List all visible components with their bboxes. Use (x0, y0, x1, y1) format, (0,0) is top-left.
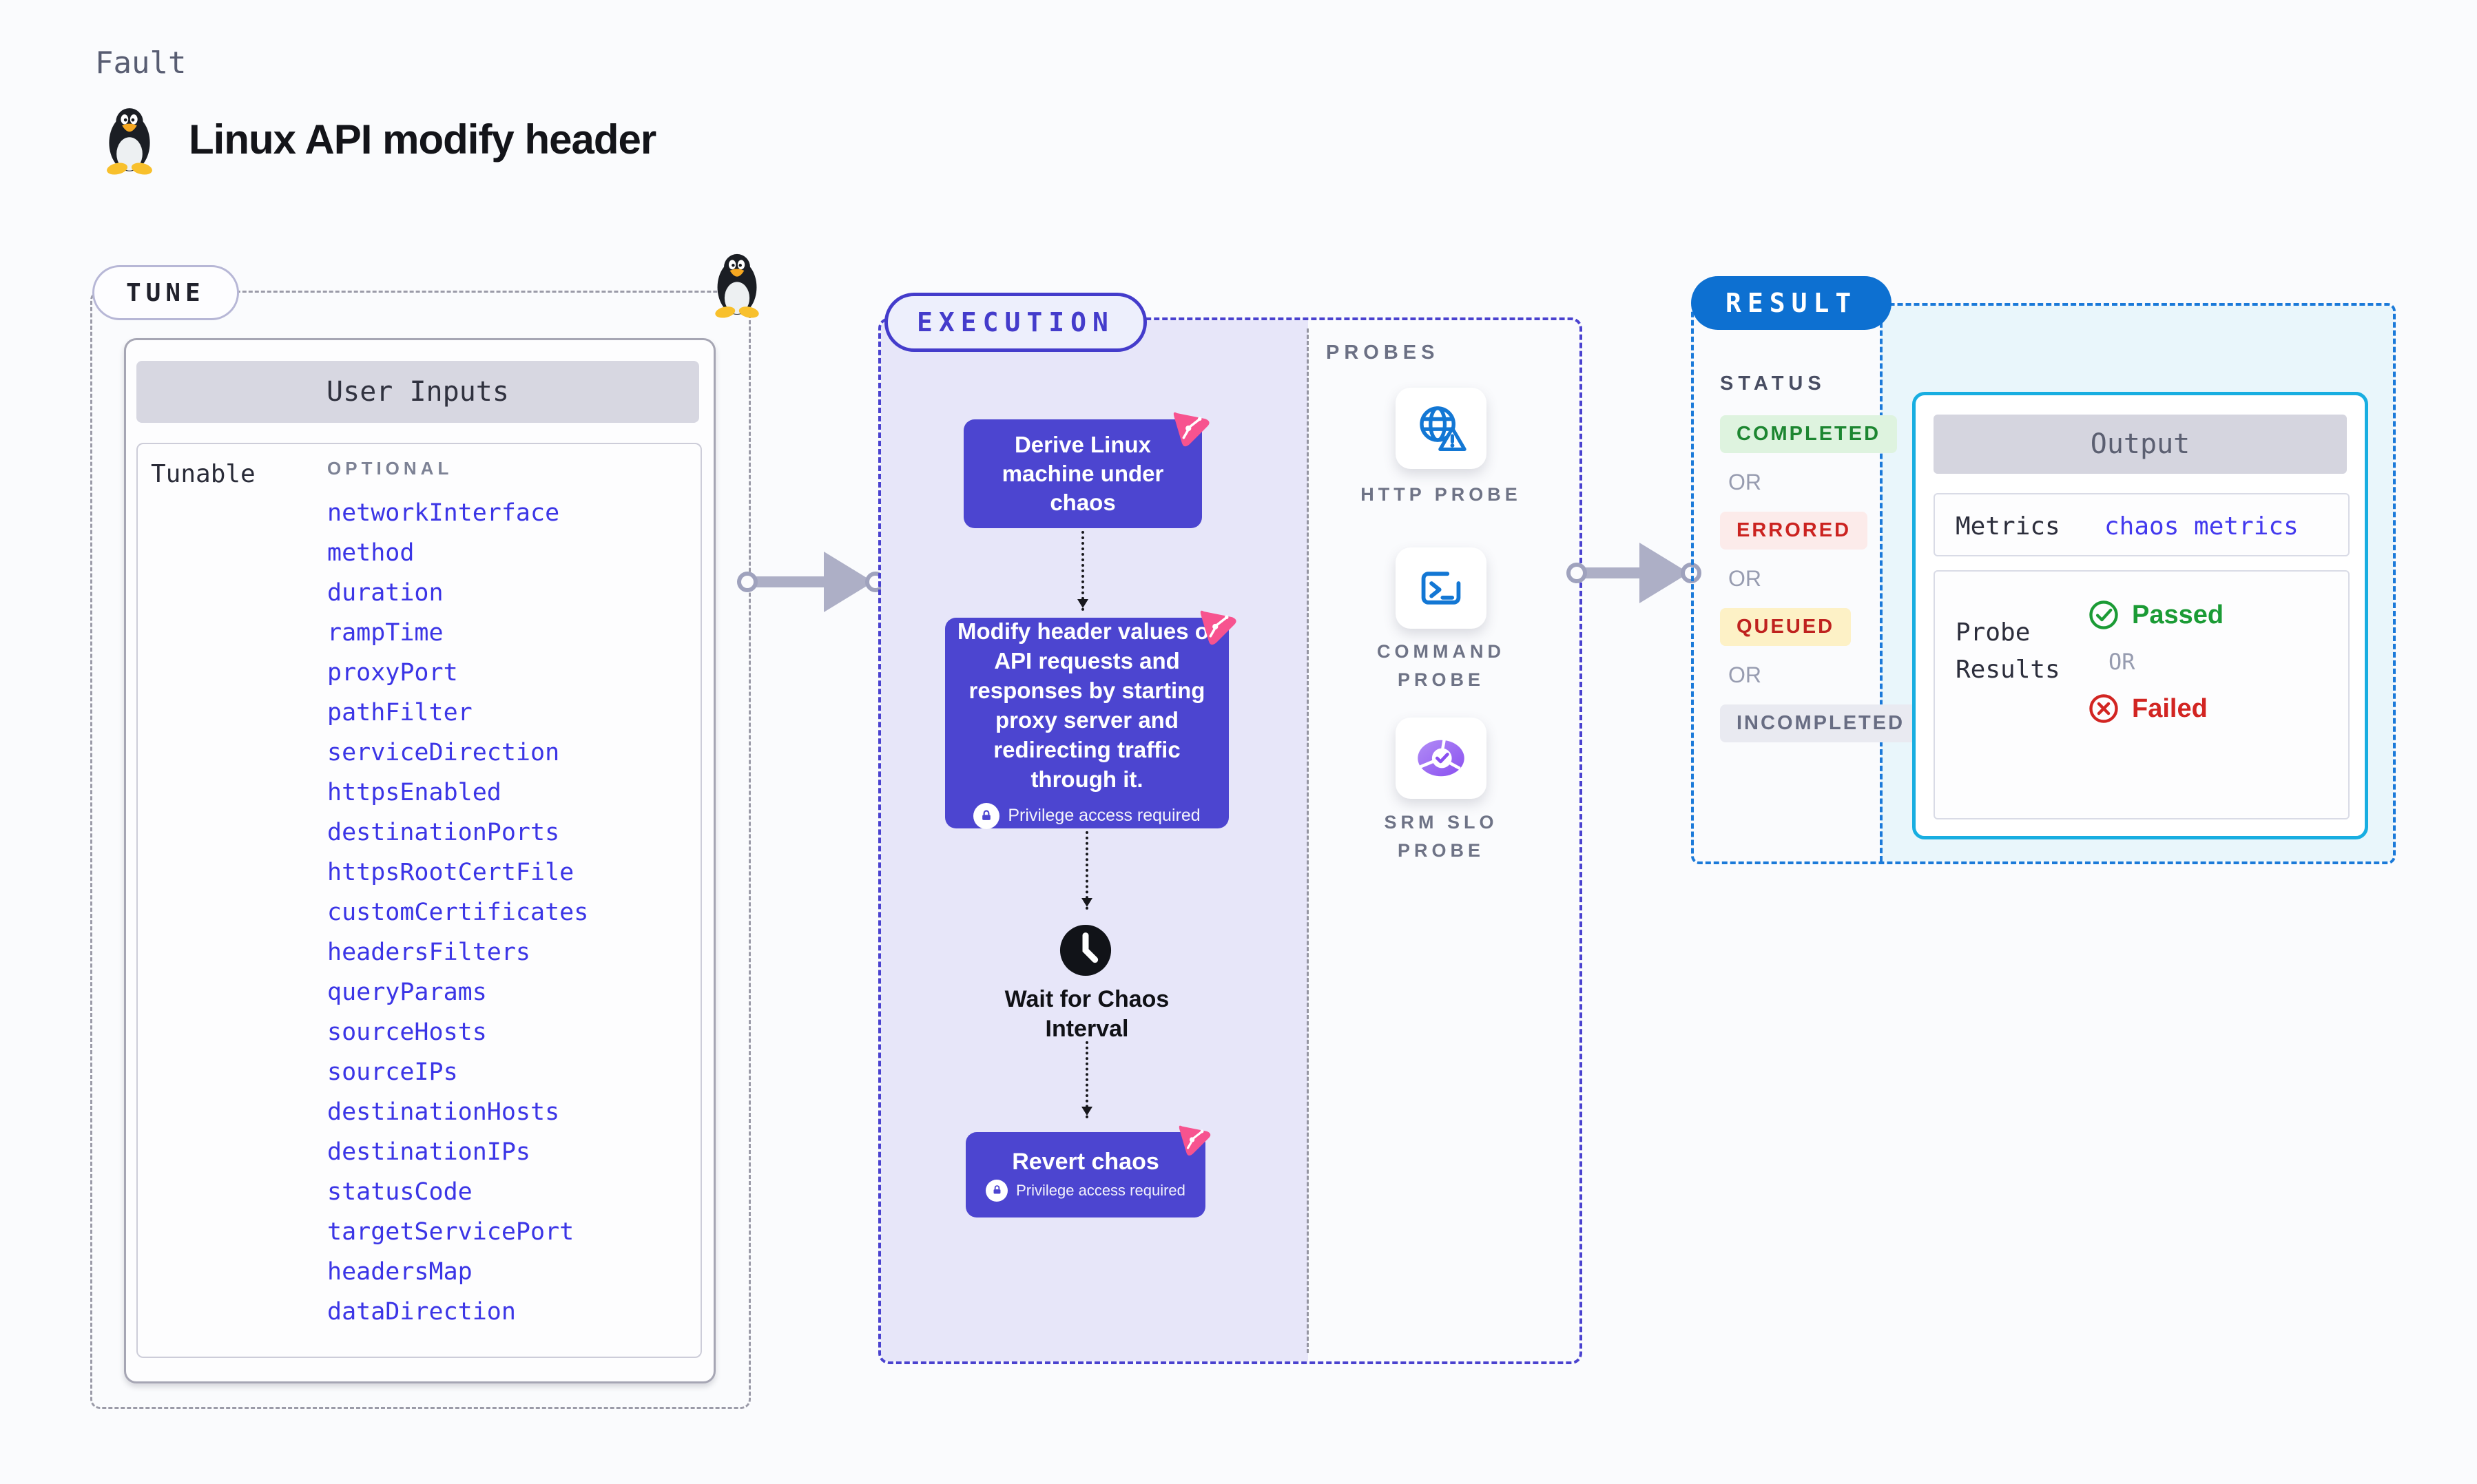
tunable-link[interactable]: dataDirection (327, 1298, 516, 1326)
derive-machine-text: Derive Linux machine under chaos (1002, 431, 1164, 516)
revert-chaos-text: Revert chaos (1012, 1148, 1159, 1175)
connector-wait-to-revert (1081, 1041, 1092, 1118)
tux-penguin-corner-icon (715, 253, 759, 318)
tunable-link[interactable]: headersMap (327, 1258, 473, 1286)
user-inputs-body (136, 443, 702, 1358)
modify-header-text: Modify header values of API requests and… (957, 618, 1216, 792)
result-pill: RESULT (1691, 276, 1892, 330)
tunable-link[interactable]: destinationPorts (327, 819, 560, 846)
tunable-link[interactable]: rampTime (327, 619, 444, 647)
privilege-note: Privilege access required (1016, 1181, 1185, 1199)
privilege-row: Privilege access required (986, 1179, 1185, 1202)
failed-label: Failed (2132, 693, 2208, 723)
tunable-row-label: Tunable (151, 460, 256, 488)
tune-to-execution-arrow (737, 552, 886, 612)
tunable-link[interactable]: targetServicePort (327, 1218, 574, 1246)
wait-chaos-interval-label: Wait for Chaos Interval (1004, 986, 1170, 1042)
tunable-link[interactable]: duration (327, 579, 444, 607)
revert-chaos-node: Revert chaos Privilege access required (966, 1125, 1211, 1217)
chaos-metrics-link[interactable]: chaos metrics (2104, 512, 2299, 541)
probes-divider (1307, 328, 1309, 1353)
tunable-link[interactable]: customCertificates (327, 899, 589, 926)
tunable-link[interactable]: sourceIPs (327, 1058, 458, 1086)
page-title: Linux API modify header (189, 116, 656, 163)
status-list: COMPLETED OR ERRORED OR QUEUED OR INCOMP… (1720, 415, 1922, 742)
tunable-link[interactable]: proxyPort (327, 659, 458, 687)
or-separator: OR (1728, 566, 1761, 591)
tunable-link[interactable]: networkInterface (327, 499, 560, 527)
probe-results-values: Passed OR Failed (2088, 599, 2224, 724)
clock-icon (1059, 924, 1112, 976)
result-divider (1880, 306, 1883, 861)
terminal-icon (1421, 572, 1461, 605)
chaos-badge-icon (1173, 412, 1210, 447)
metrics-row: Metrics chaos metrics (1934, 493, 2350, 556)
lock-icon (986, 1179, 1008, 1202)
probes-section-label: PROBES (1326, 342, 1440, 364)
x-circle-icon (2089, 694, 2118, 723)
tunable-link[interactable]: method (327, 539, 415, 567)
tune-container (90, 291, 751, 1409)
status-badge-completed: COMPLETED (1720, 415, 1898, 453)
modify-header-node: Modify header values of API requests and… (945, 610, 1236, 829)
status-badge-incompleted: INCOMPLETED (1720, 704, 1922, 742)
status-badge-errored: ERRORED (1720, 512, 1868, 550)
or-separator: OR (1728, 662, 1761, 687)
probe-results-label: Probe Results (1956, 618, 2060, 684)
chaos-badge-icon (1179, 1125, 1211, 1156)
optional-column-label: OPTIONAL (327, 458, 453, 479)
command-probe-card[interactable] (1396, 547, 1486, 629)
connector-modify-to-wait (1081, 831, 1092, 910)
passed-result: Passed (2088, 599, 2224, 631)
failed-result: Failed (2088, 693, 2224, 724)
http-probe-label: HTTP PROBE (1360, 484, 1522, 505)
probe-results-row: Probe Results Passed OR Failed (1934, 570, 2350, 819)
tunable-link[interactable]: headersFilters (327, 939, 531, 966)
tunable-link[interactable]: sourceHosts (327, 1018, 487, 1046)
metrics-label: Metrics (1956, 512, 2060, 541)
http-probe-card[interactable] (1396, 388, 1486, 469)
passed-label: Passed (2132, 600, 2224, 629)
privilege-note: Privilege access required (1008, 806, 1201, 826)
chaos-badge-icon (1200, 610, 1236, 645)
page-header: Linux API modify header (98, 103, 656, 175)
tunable-link[interactable]: pathFilter (327, 699, 473, 727)
execution-pill: EXECUTION (884, 293, 1147, 352)
or-separator: OR (1728, 470, 1761, 494)
srm-slo-probe-label: SRM SLO PROBE (1384, 812, 1498, 861)
tunable-link[interactable]: httpsRootCertFile (327, 859, 574, 886)
tunable-link[interactable]: statusCode (327, 1178, 473, 1206)
user-inputs-header: User Inputs (136, 361, 699, 423)
status-badge-queued: QUEUED (1720, 608, 1852, 646)
privilege-row: Privilege access required (973, 802, 1201, 829)
tune-pill: TUNE (92, 265, 239, 320)
execution-to-result-arrow (1566, 543, 1701, 603)
lock-icon (973, 802, 1000, 829)
derive-machine-node: Derive Linux machine under chaos (964, 412, 1210, 528)
tunable-link[interactable]: httpsEnabled (327, 779, 501, 806)
tunable-link[interactable]: destinationIPs (327, 1138, 531, 1166)
tunable-link[interactable]: queryParams (327, 979, 487, 1006)
tunables-list: networkInterface method duration rampTim… (327, 501, 588, 1324)
tunable-link[interactable]: destinationHosts (327, 1098, 560, 1126)
tux-penguin-icon (107, 108, 152, 175)
output-card: Output Metrics chaos metrics Probe Resul… (1912, 392, 2368, 839)
srm-slo-probe-card[interactable] (1396, 718, 1486, 799)
fault-kicker: Fault (95, 45, 187, 81)
slo-pie-check-icon (1418, 738, 1464, 777)
or-separator: OR (2108, 649, 2135, 675)
tunable-link[interactable]: serviceDirection (327, 739, 560, 766)
globe-alert-icon (1420, 406, 1466, 452)
command-probe-label: COMMAND PROBE (1377, 641, 1505, 690)
status-section-label: STATUS (1720, 373, 1826, 395)
connector-derive-to-modify (1077, 531, 1088, 611)
output-header: Output (1934, 415, 2347, 474)
check-circle-icon (2089, 600, 2118, 629)
